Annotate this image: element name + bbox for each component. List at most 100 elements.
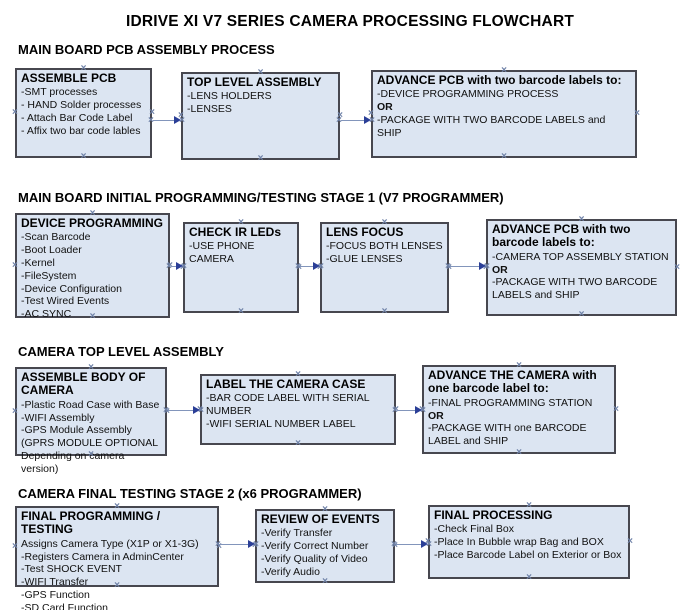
flow-box-check-ir-leds: CHECK IR LEDs -USE PHONE CAMERA ×××× (180, 218, 302, 317)
box-item: -USE PHONE CAMERA (189, 240, 255, 266)
connection-point-icon: × (634, 108, 640, 119)
box-item: - Attach Bar Code Label (21, 112, 133, 125)
box-item: -Kernel (21, 257, 55, 270)
box-title: LABEL THE CAMERA CASE (206, 377, 366, 391)
flow-box-assemble-pcb: ASSEMBLE PCB -SMT processes- HAND Solder… (12, 64, 155, 162)
arrow-line (397, 409, 417, 411)
connection-point-icon: × (420, 404, 426, 416)
box-item: -FileSystem (21, 269, 77, 282)
connection-point-icon: × (166, 260, 172, 272)
connection-point-icon: × (198, 404, 204, 416)
connection-point-icon: × (257, 153, 264, 164)
box-item: -GPS Module Assembly (21, 424, 132, 437)
box-item: -FOCUS BOTH LENSES (326, 240, 443, 253)
box-item: -GLUE LENSES (326, 253, 403, 266)
box-items: -USE PHONE CAMERA (189, 240, 293, 266)
connection-point-icon: × (163, 404, 169, 416)
connection-point-icon: × (238, 306, 244, 317)
connection-point-icon: × (501, 151, 507, 162)
connection-point-icon: × (613, 403, 619, 415)
box-item: -LENS HOLDERS (187, 90, 272, 103)
flow-arrow: ×× (163, 404, 204, 416)
connection-point-icon: × (295, 438, 301, 449)
section-header-final-testing: CAMERA FINAL TESTING STAGE 2 (x6 PROGRAM… (18, 486, 362, 501)
page-title: IDRIVE XI V7 SERIES CAMERA PROCESSING FL… (125, 13, 575, 30)
box-title: CHECK IR LEDs (189, 225, 282, 239)
arrowhead-icon (193, 406, 200, 414)
connection-point-icon: × (12, 259, 18, 271)
box-title: FINAL PROCESSING (434, 508, 553, 522)
box-items: -Check Final Box-Place In Bubble wrap Ba… (434, 523, 624, 561)
box-title: DEVICE PROGRAMMING (21, 216, 164, 230)
arrowhead-icon (248, 540, 255, 548)
flow-arrow: ×× (295, 260, 324, 272)
connection-point-icon: × (391, 538, 397, 550)
box-item: -Verify Quality of Video (261, 553, 368, 566)
box-items: -SMT processes- HAND Solder processes- A… (21, 86, 146, 137)
connection-point-icon: × (80, 151, 87, 162)
arrow-line (450, 265, 481, 267)
box-items: -Verify Transfer-Verify Correct Number-V… (261, 527, 389, 578)
box-items: Assigns Camera Type (X1P or X1-3G)-Regis… (21, 538, 213, 610)
connection-point-icon: × (484, 260, 490, 272)
box-items: -LENS HOLDERS-LENSES (187, 90, 334, 116)
flow-arrow: ×× (215, 538, 259, 550)
box-item: -PACKAGE WITH TWO BARCODE LABELS and SHI… (492, 276, 658, 302)
box-item: -FINAL PROGRAMMING STATION (428, 396, 593, 409)
arrow-line (341, 119, 366, 121)
arrow-line (220, 543, 250, 545)
box-title: ASSEMBLE BODY OF CAMERA (21, 370, 146, 398)
box-items: -Plastic Road Case with Base-WIFI Assemb… (21, 399, 161, 476)
flow-arrow: ×× (148, 114, 185, 126)
connection-point-icon: × (578, 309, 585, 320)
connection-point-icon: × (369, 114, 375, 126)
section-header-camera-top-assembly: CAMERA TOP LEVEL ASSEMBLY (18, 344, 224, 359)
box-item: -Place In Bubble wrap Bag and BOX (434, 536, 604, 549)
box-item: - HAND Solder processes (21, 99, 142, 112)
box-item: -WIFI Transfer (21, 576, 89, 589)
arrowhead-icon (174, 116, 181, 124)
flow-arrow: ×× (391, 538, 432, 550)
box-item: -Place Barcode Label on Exterior or Box (434, 549, 622, 562)
arrowhead-icon (421, 540, 428, 548)
flow-box-advance-pcb-stage2: ADVANCE PCB with two barcode labels to: … (483, 215, 680, 320)
connection-point-icon: × (627, 536, 633, 547)
flow-box-top-level-assembly: TOP LEVEL ASSEMBLY -LENS HOLDERS-LENSES … (178, 68, 343, 164)
connection-point-icon: × (445, 260, 451, 272)
flow-arrow: ×× (445, 260, 490, 272)
arrowhead-icon (479, 262, 486, 270)
box-item: OR (377, 101, 393, 114)
flow-arrow: ×× (392, 404, 426, 416)
connection-point-icon: × (12, 107, 18, 118)
arrow-line (153, 119, 176, 121)
connection-point-icon: × (336, 114, 342, 126)
box-title: REVIEW OF EVENTS (261, 512, 380, 526)
box-item: -WIFI SERIAL NUMBER LABEL (206, 418, 356, 431)
box-title: TOP LEVEL ASSEMBLY (187, 75, 322, 89)
section-header-pcb-assembly: MAIN BOARD PCB ASSEMBLY PROCESS (18, 42, 275, 57)
box-items: -BAR CODE LABEL WITH SERIAL NUMBER-WIFI … (206, 392, 390, 430)
box-item: -LENSES (187, 103, 232, 116)
connection-point-icon: × (181, 260, 187, 272)
connection-point-icon: × (381, 306, 388, 317)
arrowhead-icon (415, 406, 422, 414)
flow-box-final-processing: FINAL PROCESSING -Check Final Box-Place … (425, 501, 633, 583)
connection-point-icon: × (392, 404, 398, 416)
arrowhead-icon (364, 116, 371, 124)
box-item: -Scan Barcode (21, 231, 91, 244)
box-item: -Verify Correct Number (261, 540, 369, 553)
box-item: -Verify Audio (261, 565, 320, 578)
box-item: -Plastic Road Case with Base (21, 398, 160, 411)
box-item: -CAMERA TOP ASSEMBLY STATION (492, 250, 669, 263)
box-item: -Check Final Box (434, 523, 514, 536)
box-items: -FOCUS BOTH LENSES-GLUE LENSES (326, 240, 443, 266)
connection-point-icon: × (426, 538, 432, 550)
flow-box-final-programming-testing: FINAL PROGRAMMING / TESTING Assigns Came… (12, 502, 222, 610)
box-title: ADVANCE PCB with two barcode labels to: (377, 73, 622, 87)
box-title: ADVANCE THE CAMERA with one barcode labe… (428, 368, 597, 396)
connection-point-icon: × (253, 538, 259, 550)
box-item: -PACKAGE WITH TWO BARCODE LABELS and SHI… (377, 114, 606, 139)
arrowhead-icon (176, 262, 183, 270)
box-title: ADVANCE PCB with two barcode labels to: (492, 222, 631, 250)
